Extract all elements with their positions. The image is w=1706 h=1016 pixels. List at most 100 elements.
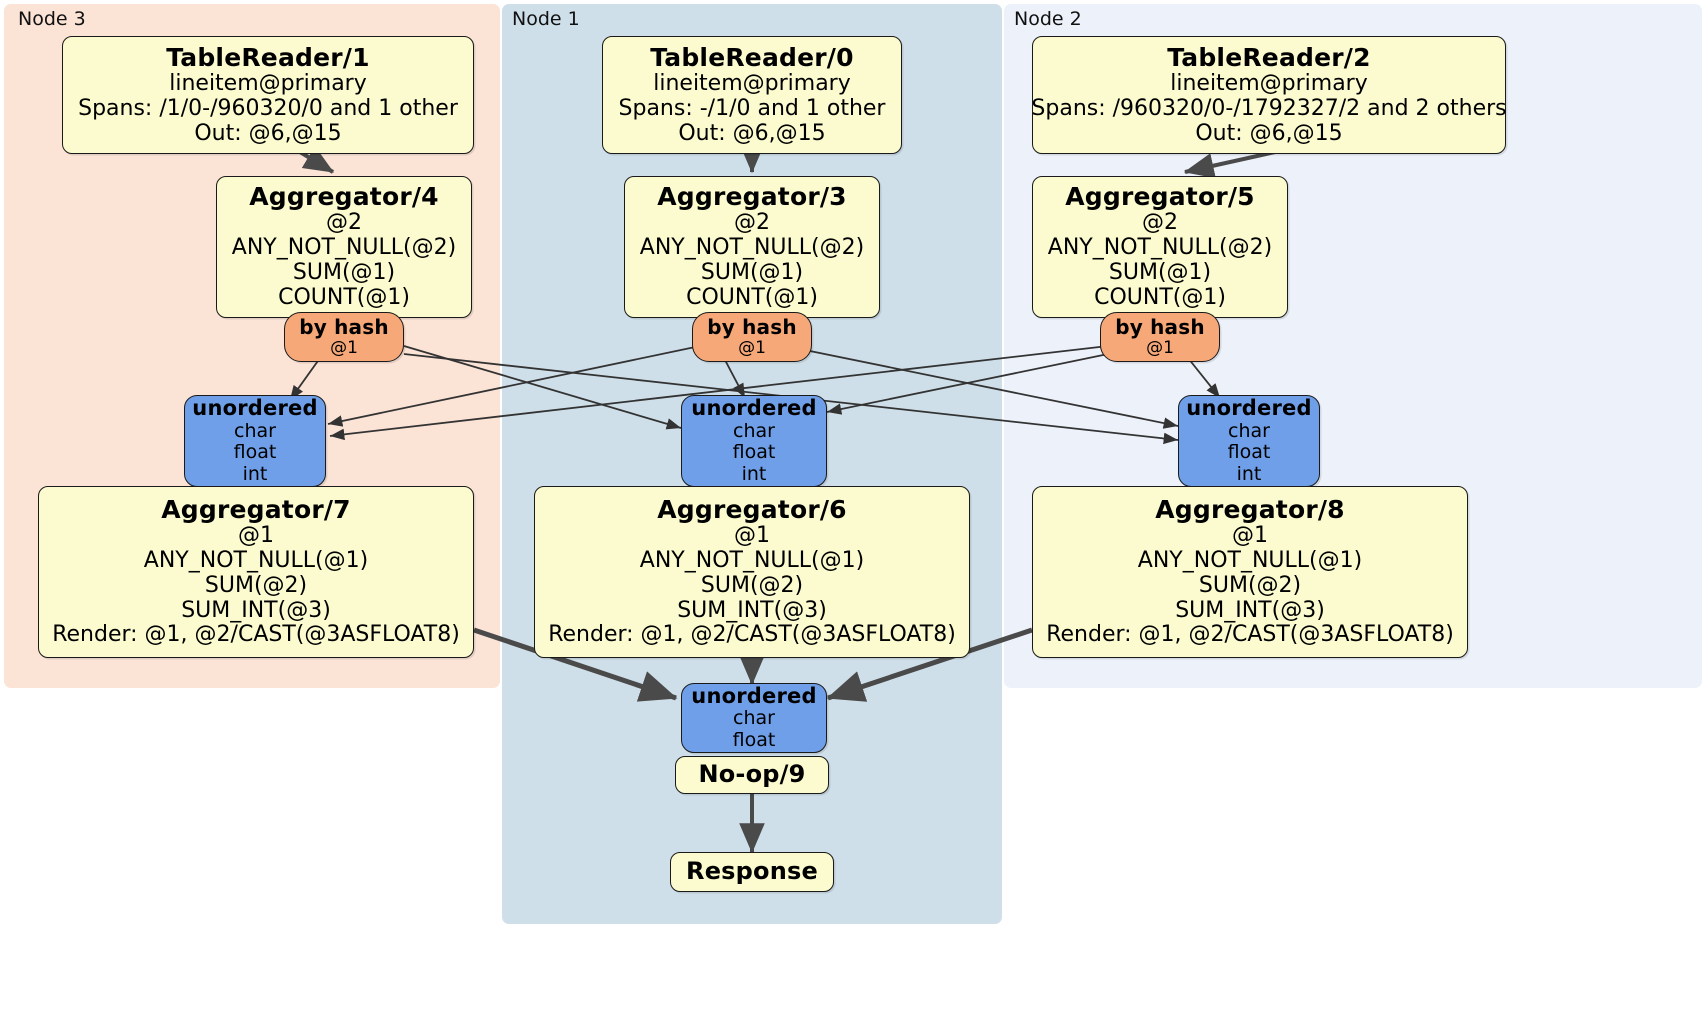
box-title: unordered (1186, 395, 1312, 420)
box-line: float (732, 441, 776, 464)
box-line: SUM(@2) (204, 572, 308, 598)
box-line: float (233, 441, 277, 464)
box-title: Aggregator/6 (657, 494, 847, 524)
router-by-hash-5[interactable]: by hash @1 (1100, 312, 1220, 362)
box-line: ANY_NOT_NULL(@1) (1137, 547, 1363, 573)
box-line: ANY_NOT_NULL(@2) (639, 235, 865, 261)
box-line: @1 (1146, 337, 1174, 358)
box-line: Render: @1, @2/CAST(@3ASFLOAT8) (548, 622, 956, 648)
box-line: @1 (238, 522, 274, 548)
box-line: SUM_INT(@3) (677, 597, 827, 623)
processor-response[interactable]: Response (670, 852, 834, 892)
box-title: unordered (192, 395, 318, 420)
box-title: Response (686, 857, 818, 886)
box-line: Out: @6,@15 (678, 120, 826, 146)
box-title: TableReader/1 (166, 42, 370, 72)
processor-tablereader-0[interactable]: TableReader/0 lineitem@primary Spans: -/… (602, 36, 902, 154)
processor-noop-9[interactable]: No-op/9 (675, 756, 829, 794)
box-line: Out: @6,@15 (194, 120, 342, 146)
box-line: @2 (734, 210, 770, 236)
edge-byhash3-unordered6 (724, 359, 746, 399)
box-line: lineitem@primary (169, 70, 367, 96)
box-line: SUM(@1) (1108, 260, 1212, 286)
edge-byhash3-unordered7 (327, 345, 701, 427)
box-line: SUM(@2) (1198, 572, 1302, 598)
cluster-label-node-2: Node 2 (1014, 8, 1082, 30)
edge-aggregator7-unordered9 (473, 627, 678, 702)
box-line: char (234, 419, 276, 442)
box-line: lineitem@primary (653, 70, 851, 96)
box-line: Out: @6,@15 (1195, 120, 1343, 146)
box-title: by hash (1115, 315, 1205, 340)
box-line: SUM(@2) (700, 572, 804, 598)
box-line: @1 (734, 522, 770, 548)
box-line: int (741, 462, 767, 485)
box-title: TableReader/0 (650, 42, 854, 72)
edge-aggregator8-unordered9 (826, 627, 1033, 702)
box-line: Render: @1, @2/CAST(@3ASFLOAT8) (1046, 622, 1454, 648)
processor-aggregator-3[interactable]: Aggregator/3 @2 ANY_NOT_NULL(@2) SUM(@1)… (624, 176, 880, 318)
edge-byhash5-unordered8 (1187, 357, 1221, 399)
box-line: @2 (326, 210, 362, 236)
box-line: @1 (738, 337, 766, 358)
box-line: @2 (1142, 210, 1178, 236)
box-line: ANY_NOT_NULL(@2) (231, 235, 457, 261)
box-line: int (1236, 462, 1262, 485)
processor-tablereader-2[interactable]: TableReader/2 lineitem@primary Spans: /9… (1031, 36, 1507, 154)
edge-byhash4-unordered7 (289, 357, 321, 401)
box-title: by hash (707, 315, 797, 340)
cluster-label-node-3: Node 3 (18, 8, 86, 30)
box-line: ANY_NOT_NULL(@1) (639, 547, 865, 573)
processor-aggregator-5[interactable]: Aggregator/5 @2 ANY_NOT_NULL(@2) SUM(@1)… (1032, 176, 1288, 318)
box-line: int (242, 462, 268, 485)
box-line: char (1228, 419, 1270, 442)
box-line: Spans: /1/0-/960320/0 and 1 other (78, 95, 458, 121)
box-title: unordered (691, 683, 817, 708)
box-line: char (733, 707, 775, 730)
box-line: Spans: -/1/0 and 1 other (618, 95, 886, 121)
box-title: Aggregator/3 (657, 182, 847, 212)
box-line: SUM(@1) (700, 260, 804, 286)
box-title: by hash (299, 315, 389, 340)
processor-aggregator-7[interactable]: Aggregator/7 @1 ANY_NOT_NULL(@1) SUM(@2)… (38, 486, 474, 658)
box-title: Aggregator/4 (249, 182, 439, 212)
box-line: float (1227, 441, 1271, 464)
box-line: COUNT(@1) (278, 284, 410, 310)
synchronizer-unordered-6[interactable]: unordered char float int (681, 395, 827, 487)
cluster-label-node-1: Node 1 (512, 8, 580, 30)
edge-byhash3-unordered8 (804, 349, 1179, 429)
box-title: Aggregator/7 (161, 494, 351, 524)
synchronizer-unordered-7[interactable]: unordered char float int (184, 395, 326, 487)
router-by-hash-3[interactable]: by hash @1 (692, 312, 812, 362)
processor-tablereader-1[interactable]: TableReader/1 lineitem@primary Spans: /1… (62, 36, 474, 154)
box-line: ANY_NOT_NULL(@1) (143, 547, 369, 573)
box-line: SUM(@1) (292, 260, 396, 286)
processor-aggregator-4[interactable]: Aggregator/4 @2 ANY_NOT_NULL(@2) SUM(@1)… (216, 176, 472, 318)
box-title: Aggregator/8 (1155, 494, 1345, 524)
box-line: COUNT(@1) (1094, 284, 1226, 310)
box-line: SUM_INT(@3) (181, 597, 331, 623)
edge-byhash5-unordered6 (826, 353, 1109, 415)
box-title: TableReader/2 (1167, 42, 1371, 72)
box-line: COUNT(@1) (686, 284, 818, 310)
box-line: SUM_INT(@3) (1175, 597, 1325, 623)
router-by-hash-4[interactable]: by hash @1 (284, 312, 404, 362)
edge-byhash5-unordered7 (329, 345, 1109, 441)
synchronizer-unordered-8[interactable]: unordered char float int (1178, 395, 1320, 487)
box-line: lineitem@primary (1170, 70, 1368, 96)
processor-aggregator-8[interactable]: Aggregator/8 @1 ANY_NOT_NULL(@1) SUM(@2)… (1032, 486, 1468, 658)
edge-tablereader2-aggregator5 (1183, 150, 1276, 179)
processor-aggregator-6[interactable]: Aggregator/6 @1 ANY_NOT_NULL(@1) SUM(@2)… (534, 486, 970, 658)
box-line: @1 (330, 337, 358, 358)
box-line: char (733, 419, 775, 442)
box-line: @1 (1232, 522, 1268, 548)
box-line: Render: @1, @2/CAST(@3ASFLOAT8) (52, 622, 460, 648)
box-line: ANY_NOT_NULL(@2) (1047, 235, 1273, 261)
box-title: Aggregator/5 (1065, 182, 1255, 212)
box-title: No-op/9 (698, 760, 806, 789)
synchronizer-unordered-9[interactable]: unordered char float (681, 683, 827, 753)
box-line: Spans: /960320/0-/1792327/2 and 2 others (1031, 95, 1507, 121)
box-title: unordered (691, 395, 817, 420)
